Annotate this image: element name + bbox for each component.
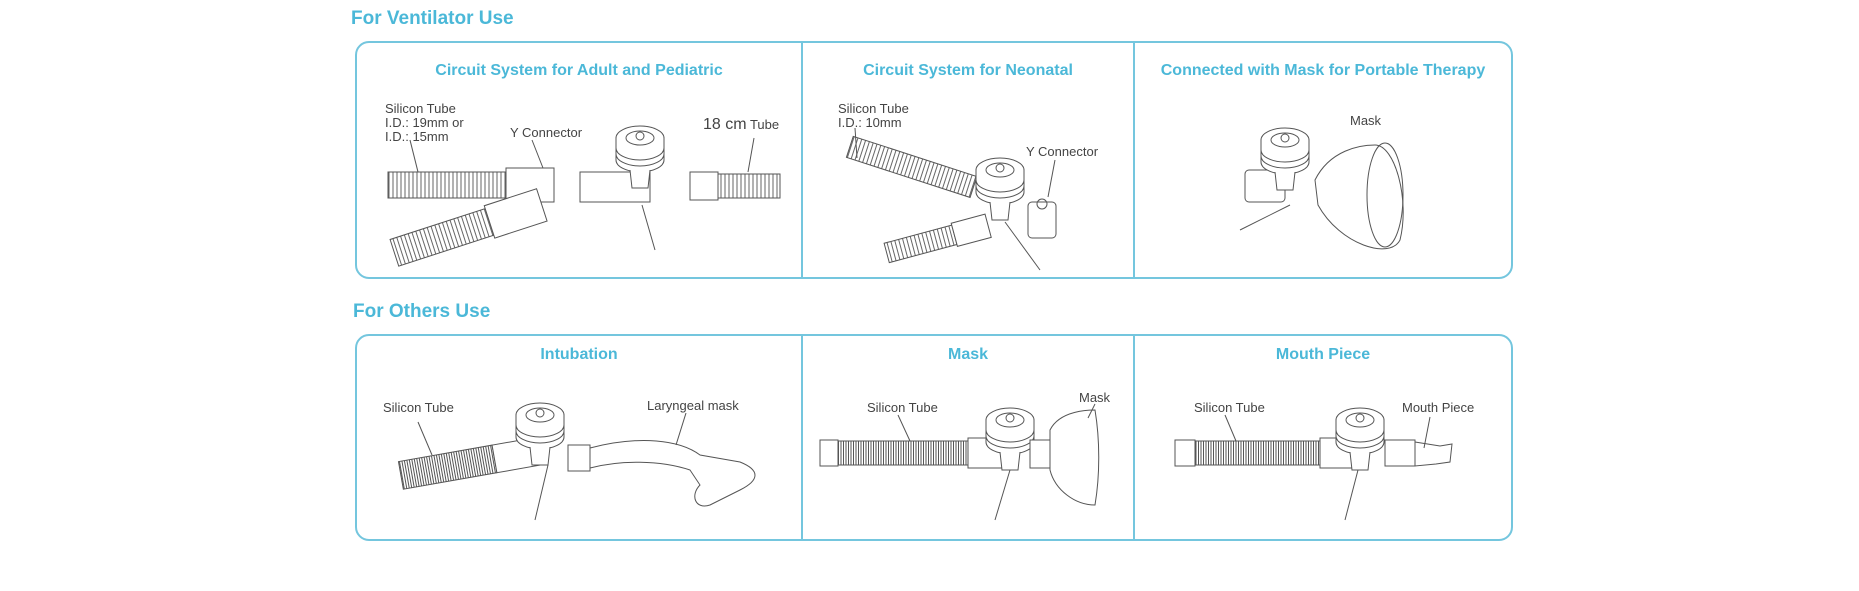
panel-title-mask: Mask xyxy=(947,346,989,363)
label-mouth-piece: Mouth Piece xyxy=(1402,400,1475,415)
portable-mask-illustration xyxy=(1239,127,1404,250)
label-laryngeal-mask: Laryngeal mask xyxy=(647,398,739,413)
divider xyxy=(801,335,803,540)
label-silicon-tube-mask: Silicon Tube xyxy=(867,400,938,415)
ventilator-use-box xyxy=(355,41,1513,279)
others-use-box xyxy=(355,334,1513,541)
intubation-illustration xyxy=(397,402,756,521)
panel-title-portable-therapy: Connected with Mask for Portable Therapy xyxy=(1160,62,1486,79)
panel-title-adult-pediatric: Circuit System for Adult and Pediatric xyxy=(435,62,723,79)
label-line: I.D.: 10mm xyxy=(838,115,902,130)
divider xyxy=(801,42,803,278)
label-18cm-tube: 18 cm Tube xyxy=(703,116,780,133)
label-line: Silicon Tube xyxy=(385,101,456,116)
tube-length: 18 cm xyxy=(703,116,747,133)
neonatal-circuit-illustration xyxy=(845,127,1057,271)
label-silicon-tube-mouth: Silicon Tube xyxy=(1194,400,1265,415)
label-silicon-tube-neonatal: Silicon Tube I.D.: 10mm xyxy=(838,102,909,130)
divider xyxy=(1133,42,1135,278)
label-silicon-tube-intubation: Silicon Tube xyxy=(383,400,454,415)
panel-title-mouth-piece: Mouth Piece xyxy=(1275,346,1371,363)
tube-word: Tube xyxy=(749,117,780,132)
label-mask: Mask xyxy=(1079,390,1111,405)
mouth-piece-illustration xyxy=(1174,407,1453,521)
panel-title-neonatal: Circuit System for Neonatal xyxy=(863,62,1073,79)
panel-title-intubation: Intubation xyxy=(540,346,618,363)
label-y-connector-adult: Y Connector xyxy=(510,125,583,140)
label-line: I.D.: 15mm xyxy=(385,129,449,144)
section-title-others: For Others Use xyxy=(353,301,491,322)
section-title-ventilator: For Ventilator Use xyxy=(351,8,514,29)
label-y-connector-neonatal: Y Connector xyxy=(1026,144,1099,159)
label-silicon-tube-adult: Silicon Tube I.D.: 19mm or I.D.: 15mm xyxy=(385,102,464,144)
label-mask-portable: Mask xyxy=(1350,113,1382,128)
label-line: I.D.: 19mm or xyxy=(385,115,464,130)
adult-circuit-illustration xyxy=(387,125,781,267)
label-line: Silicon Tube xyxy=(838,101,909,116)
divider xyxy=(1133,335,1135,540)
mask-illustration xyxy=(819,403,1100,521)
